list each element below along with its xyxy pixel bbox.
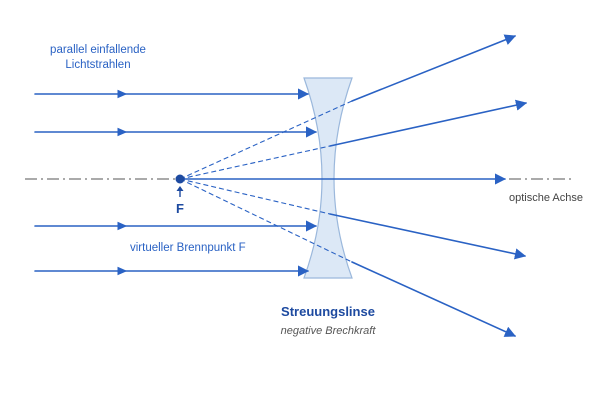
dashed-extension-2 <box>179 145 331 180</box>
focal-point-label: F <box>176 201 184 216</box>
incoming-rays-label-line1: parallel einfallende <box>50 44 146 56</box>
virtual-focus-label: virtueller Brennpunkt F <box>130 242 246 254</box>
mid-arrow-icon <box>117 221 128 231</box>
dashed-extension-3 <box>179 178 331 215</box>
diverging-lens <box>303 77 353 279</box>
virtual-focal-point <box>175 174 185 184</box>
optical-axis-label: optische Achse <box>509 192 583 204</box>
refracted-ray-1 <box>351 34 517 102</box>
lens-name-label: Streuungslinse <box>281 304 375 319</box>
mid-arrow-icon <box>117 89 128 99</box>
refracted-ray-2 <box>329 99 528 147</box>
mid-arrow-icon <box>117 266 128 276</box>
virtual-ray-extensions <box>179 100 353 263</box>
up-arrow-icon <box>176 186 184 197</box>
refracted-rays <box>179 34 528 337</box>
refracted-ray-3 <box>329 213 527 260</box>
refracted-ray-4 <box>351 261 517 337</box>
mid-arrow-icon <box>117 127 128 137</box>
lens-property-label: negative Brechkraft <box>281 325 377 337</box>
incoming-rays <box>34 88 318 277</box>
incoming-rays-label-line2: Lichtstrahlen <box>65 59 130 71</box>
